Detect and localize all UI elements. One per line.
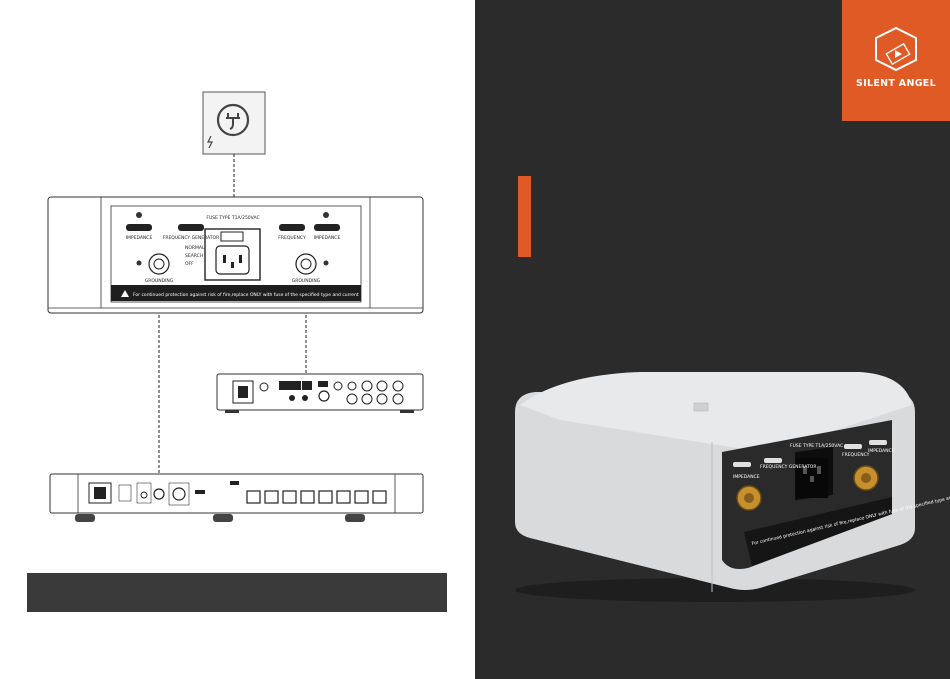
grounding-right-label: GROUNDING bbox=[292, 278, 321, 284]
mode-off-label: OFF bbox=[185, 261, 194, 267]
frequency-generator-label: FREQUENCY GENERATOR bbox=[163, 235, 219, 241]
fuse-label: FUSE TYPE T1A/250VAC bbox=[206, 215, 259, 221]
network-switch-rear-drawing bbox=[49, 473, 424, 522]
photo-impedance-left-label: IMPEDANCE bbox=[733, 474, 760, 480]
brand-logo: SILENT ANGEL bbox=[842, 0, 950, 121]
photo-frequency-label: FREQUENCY bbox=[842, 452, 870, 458]
caption-bar bbox=[27, 573, 447, 612]
photo-fuse-label: FUSE TYPE T1A/250VAC bbox=[790, 443, 843, 449]
streamer-rear-drawing bbox=[216, 373, 424, 413]
photo-impedance-right-label: IMPEDANCE bbox=[868, 448, 895, 454]
wall-outlet-icon bbox=[202, 91, 266, 155]
impedance-left-label: IMPEDANCE bbox=[126, 235, 153, 241]
frequency-label: FREQUENCY bbox=[278, 235, 306, 241]
grounding-left-label: GROUNDING bbox=[145, 278, 174, 284]
dashed-connection-lines bbox=[158, 154, 307, 488]
mode-normal-label: NORMAL bbox=[185, 245, 205, 251]
warning-text: For continued protection against risk of… bbox=[133, 292, 359, 298]
accent-bar bbox=[518, 176, 531, 257]
brand-name: SILENT ANGEL bbox=[856, 78, 936, 89]
photo-frequency-generator-label: FREQUENCY GENERATOR bbox=[760, 464, 816, 470]
angel-logo-icon bbox=[875, 26, 917, 72]
product-photo bbox=[515, 372, 915, 602]
mode-search-label: SEARCH bbox=[185, 253, 203, 259]
grounding-unit-drawing bbox=[47, 196, 424, 314]
impedance-right-label: IMPEDANCE bbox=[314, 235, 341, 241]
